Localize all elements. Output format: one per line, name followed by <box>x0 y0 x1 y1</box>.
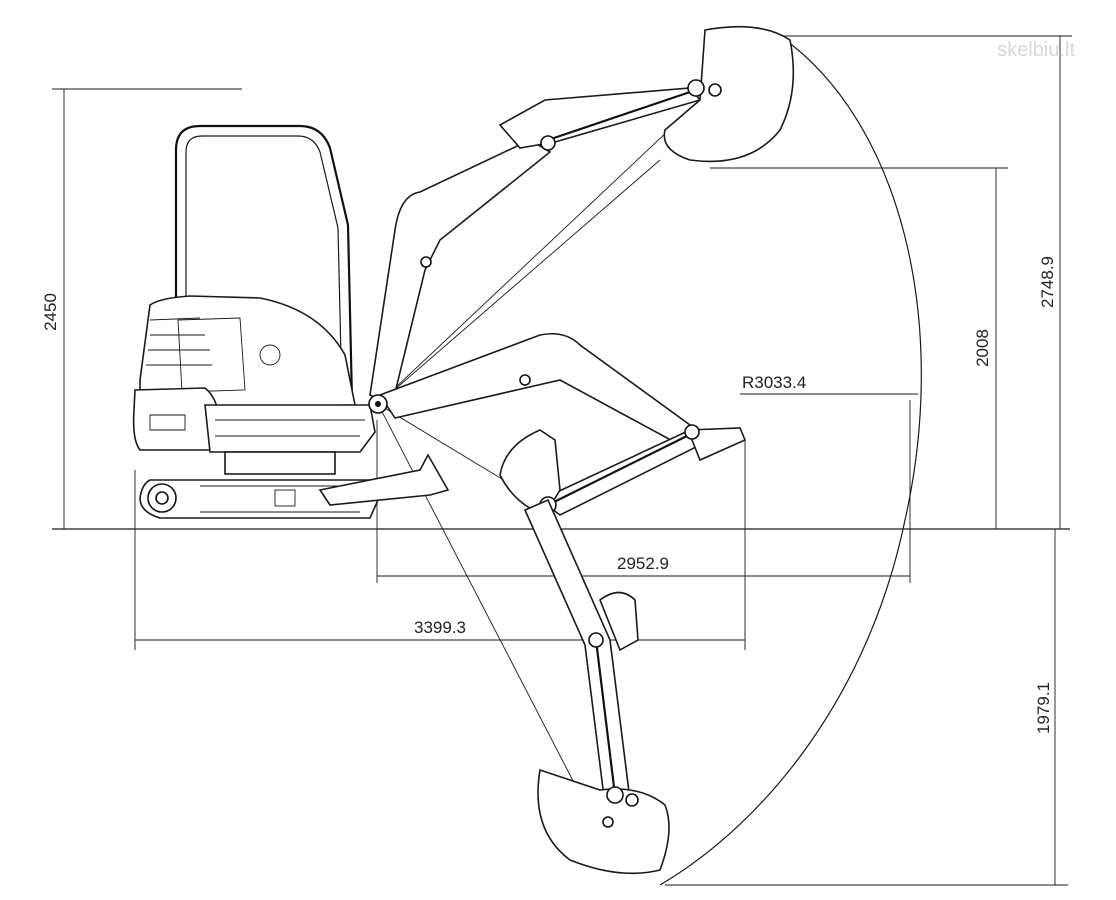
bucket-mid <box>499 429 561 516</box>
arm-position-mid <box>378 332 747 516</box>
rops-canopy <box>174 124 354 401</box>
excavator-body <box>132 124 450 519</box>
dim-max-reach-ground: 3399.3 <box>134 440 746 650</box>
dim-max-dump-height-label: 2008 <box>973 329 992 367</box>
dozer-blade <box>318 453 450 506</box>
dim-radius-label: R3033.4 <box>742 373 806 392</box>
boom-raised <box>369 139 552 407</box>
arm-position-raised <box>369 25 795 407</box>
boom-mid <box>378 332 692 447</box>
track-frame <box>139 479 379 519</box>
dim-max-dump-height: 2008 <box>710 167 1008 529</box>
dim-max-reach-ground-label: 3399.3 <box>414 618 466 637</box>
bucket-raised <box>663 25 795 163</box>
dim-overall-height: 2450 <box>41 88 242 529</box>
dim-max-dig-height: 2748.9 <box>780 35 1072 529</box>
working-range-envelope <box>659 35 922 886</box>
watermark-text: skelbiu.lt <box>997 39 1075 61</box>
stick-mid <box>538 428 702 516</box>
dim-overall-height-label: 2450 <box>41 293 60 331</box>
arm-position-deep <box>523 498 670 875</box>
stick-deep <box>523 498 631 806</box>
dim-max-dig-depth-label: 1979.1 <box>1034 682 1053 734</box>
engine-hood <box>139 295 356 409</box>
dim-max-dig-height-label: 2748.9 <box>1038 256 1057 308</box>
dim-max-dig-depth: 1979.1 <box>665 529 1068 886</box>
upper-frame <box>204 404 376 453</box>
dim-reach-from-pivot-label: 2952.9 <box>617 554 669 573</box>
dim-radius: R3033.4 <box>740 373 918 395</box>
swing-bearing <box>224 451 336 475</box>
